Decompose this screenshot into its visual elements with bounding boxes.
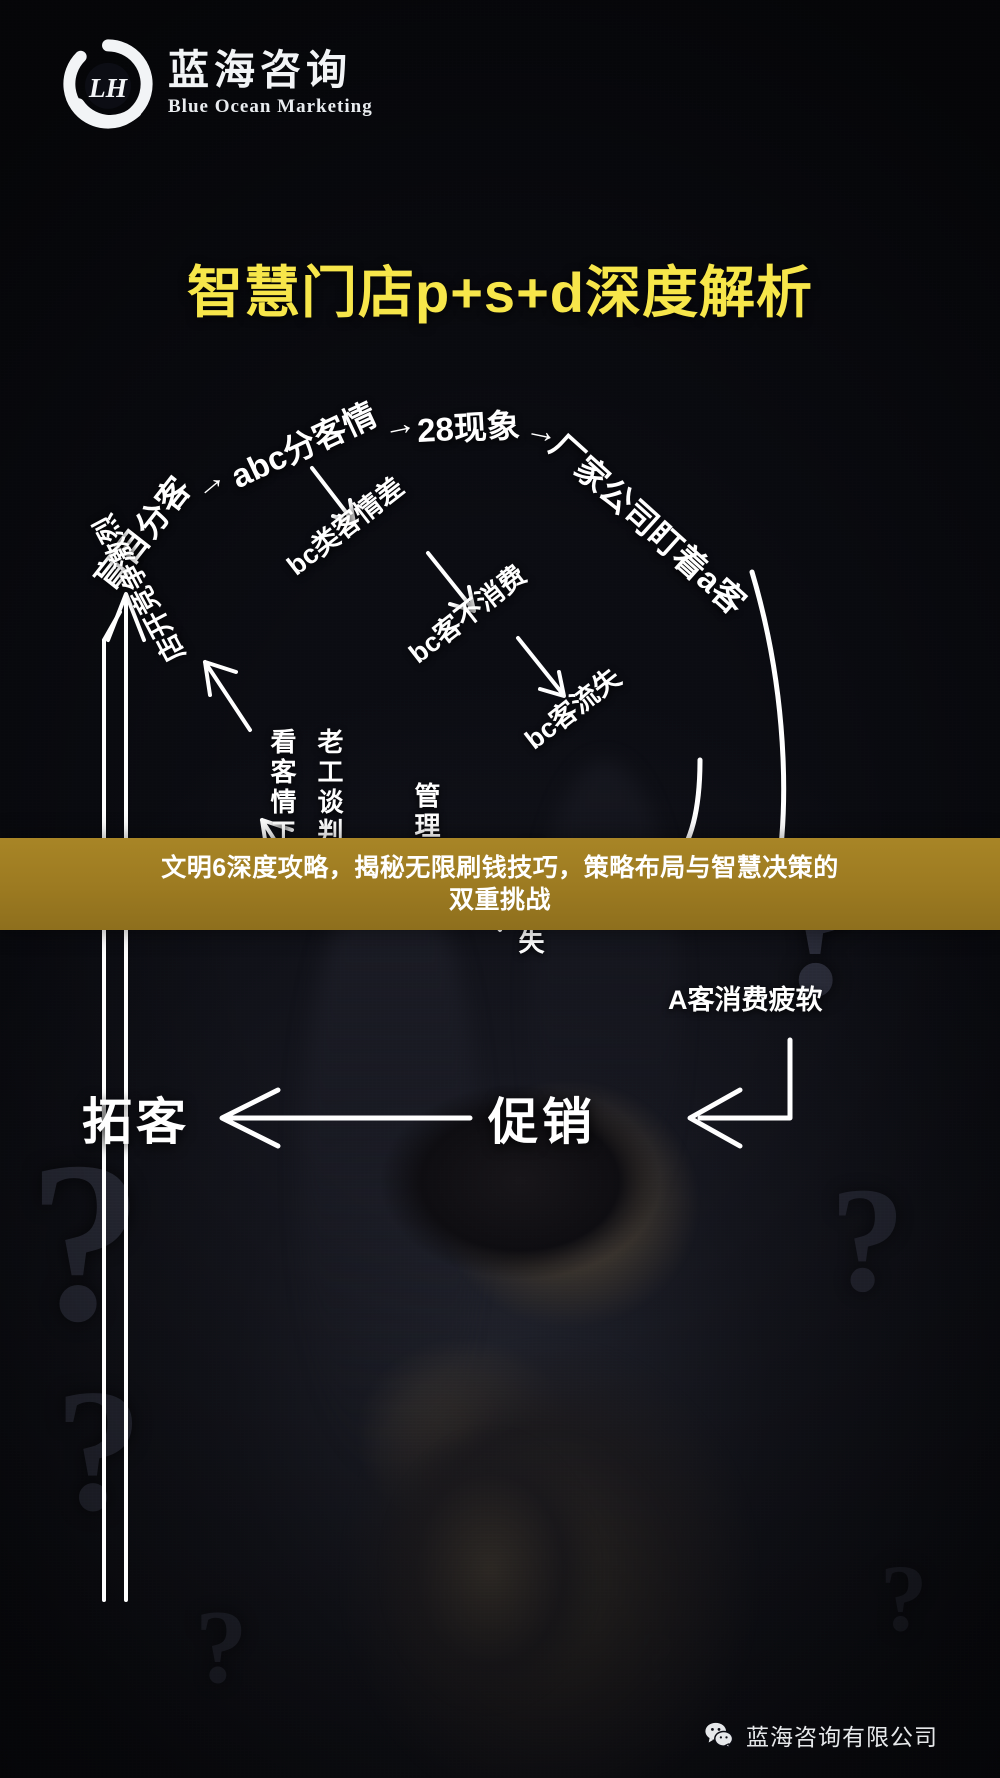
brand-name-cn: 蓝海咨询 xyxy=(168,47,352,93)
column-label-laogong-tanpan: 老工谈判 xyxy=(314,728,344,848)
arc-label-3: 28现象 xyxy=(416,406,521,449)
blue-ocean-circular-logo-icon: LH xyxy=(62,38,154,130)
brand-logo: LH 蓝海咨询 Blue Ocean Marketing xyxy=(62,38,373,130)
page-title: 智慧门店p+s+d深度解析 xyxy=(187,261,813,324)
node-tuoke: 拓客 xyxy=(82,1094,190,1150)
footer-company-name: 蓝海咨询有限公司 xyxy=(746,1724,938,1750)
node-cuxiao: 促销 xyxy=(488,1094,596,1150)
banner-text: 文明6深度攻略，揭秘无限刷钱技巧，策略布局与智慧决策的 双重挑战 xyxy=(127,852,872,916)
overlay-banner: 文明6深度攻略，揭秘无限刷钱技巧，策略布局与智慧决策的 双重挑战 xyxy=(0,838,1000,930)
brand-name-en: Blue Ocean Marketing xyxy=(168,96,373,117)
right-note-a-consumption: A客消费疲软 xyxy=(668,985,823,1015)
banner-line-2: 双重挑战 xyxy=(448,886,551,914)
svg-text:LH: LH xyxy=(88,72,129,103)
footer: 蓝海咨询有限公司 xyxy=(0,1718,1000,1752)
wechat-icon xyxy=(704,1720,734,1750)
banner-line-1: 文明6深度攻略，揭秘无限刷钱技巧，策略布局与智慧决策的 xyxy=(161,854,839,882)
